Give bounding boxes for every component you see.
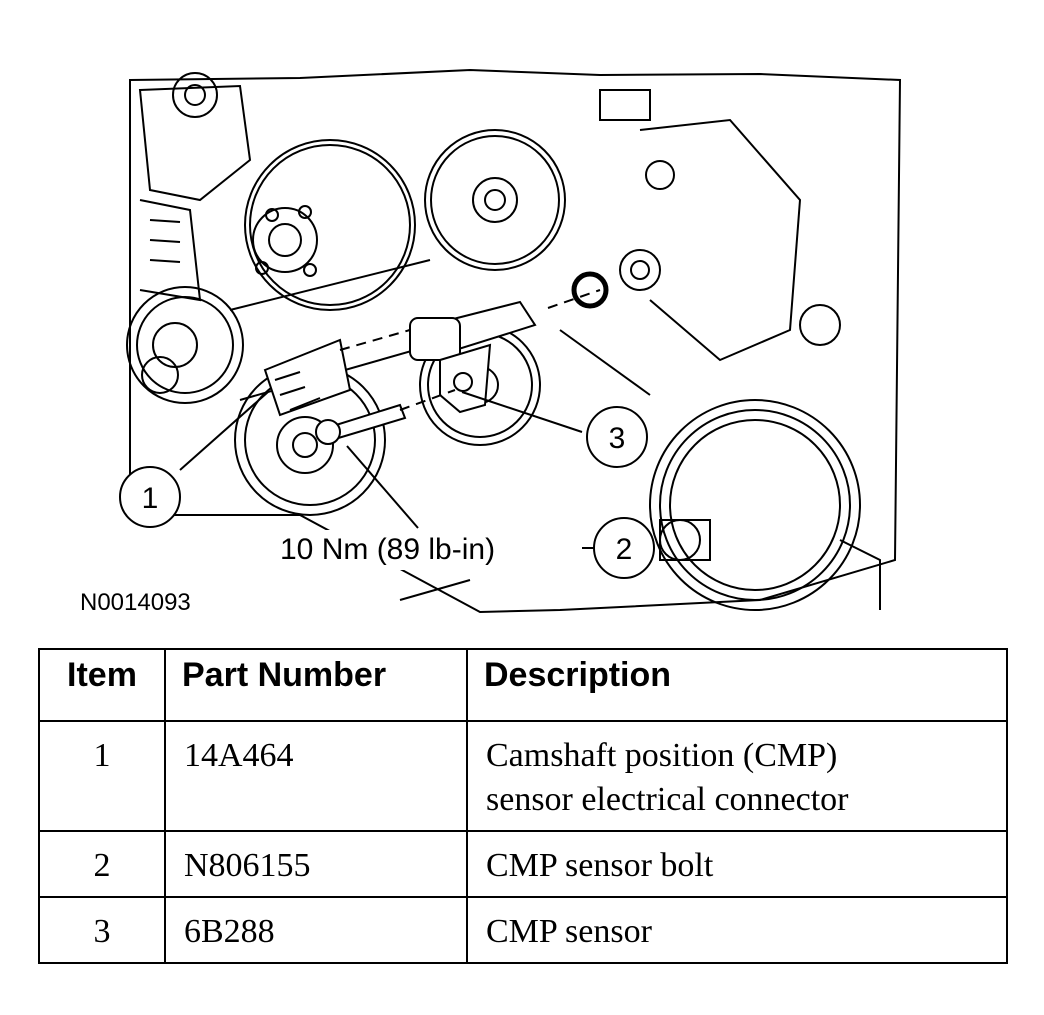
row-item: 3 — [38, 896, 166, 964]
callout-label-2: 2 — [616, 533, 633, 566]
row-description: Camshaft position (CMP) sensor electrica… — [466, 720, 1008, 832]
table-header-row: Item Part Number Description — [38, 648, 1008, 722]
callout-label-1: 1 — [142, 482, 159, 515]
figure-id: N0014093 — [80, 589, 191, 616]
header-part-number: Part Number — [164, 648, 468, 722]
header-item: Item — [38, 648, 166, 722]
row-part-number: 6B288 — [164, 896, 468, 964]
row-description: CMP sensor — [466, 896, 1008, 964]
row-description-line: sensor electrical connector — [486, 781, 849, 818]
callout-label-3: 3 — [609, 422, 626, 455]
row-item: 1 — [38, 720, 166, 832]
row-part-number: 14A464 — [164, 720, 468, 832]
table-row: 1 14A464 Camshaft position (CMP) sensor … — [38, 720, 1008, 832]
table-row: 2 N806155 CMP sensor bolt — [38, 830, 1008, 898]
table-row: 3 6B288 CMP sensor — [38, 896, 1008, 964]
callout-circle-1 — [119, 466, 181, 528]
parts-table: Item Part Number Description 1 14A464 Ca… — [38, 648, 1008, 964]
engine-illustration: 1 2 3 — [119, 68, 902, 614]
callout-circle-2 — [593, 517, 655, 579]
row-item: 2 — [38, 830, 166, 898]
row-part-number: N806155 — [164, 830, 468, 898]
row-description-line: CMP sensor bolt — [486, 847, 714, 884]
torque-spec-label: 10 Nm (89 lb-in) — [276, 530, 500, 570]
header-description: Description — [466, 648, 1008, 722]
row-description: CMP sensor bolt — [466, 830, 1008, 898]
row-description-line: Camshaft position (CMP) — [486, 737, 838, 774]
callout-circle-3 — [586, 406, 648, 468]
row-description-line: CMP sensor — [486, 913, 652, 950]
